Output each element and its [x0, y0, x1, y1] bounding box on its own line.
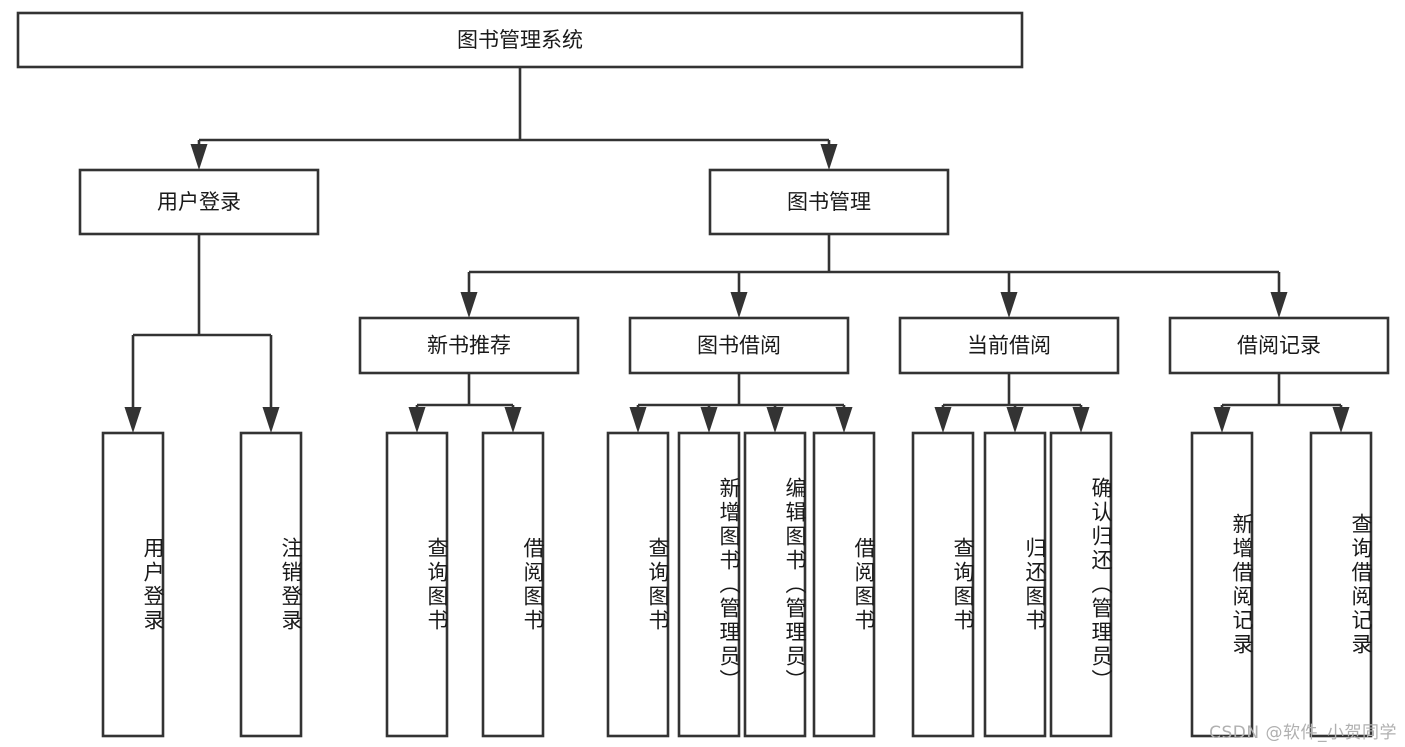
node-box-leaf-logout[interactable] [239, 431, 303, 738]
arrow-head-icon [460, 292, 478, 318]
csdn-watermark: CSDN @软件_小贺同学 [1209, 723, 1397, 743]
node-label-book-manage: 图书管理 [787, 190, 871, 214]
arrow-head-icon [730, 292, 748, 318]
node-box-leaf-add-book[interactable] [677, 431, 741, 738]
node-box-leaf-query-record[interactable] [1309, 431, 1373, 738]
node-box-borrow-record[interactable] [1168, 316, 1390, 375]
node-box-user-login[interactable] [78, 168, 320, 236]
arrow-head-icon [190, 144, 208, 170]
arrow-head-icon [1072, 407, 1090, 433]
node-box-leaf-return-book[interactable] [983, 431, 1047, 738]
node-box-root[interactable] [16, 11, 1024, 69]
arrow-head-icon [766, 407, 784, 433]
node-label-current-borrow: 当前借阅 [967, 334, 1051, 358]
node-box-leaf-query-book-3[interactable] [911, 431, 975, 738]
node-label-borrow-record: 借阅记录 [1237, 334, 1321, 358]
node-label-user-login: 用户登录 [157, 190, 241, 214]
edge-layer [124, 67, 1350, 433]
node-box-leaf-confirm-return[interactable] [1049, 431, 1113, 738]
node-box-leaf-query-book-1[interactable] [385, 431, 449, 738]
node-box-leaf-query-book-2[interactable] [606, 431, 670, 738]
arrow-head-icon [124, 407, 142, 433]
arrow-head-icon [262, 407, 280, 433]
arrow-head-icon [1006, 407, 1024, 433]
node-box-book-manage[interactable] [708, 168, 950, 236]
arrow-head-icon [700, 407, 718, 433]
node-box-leaf-borrow-book-1[interactable] [481, 431, 545, 738]
arrow-head-icon [504, 407, 522, 433]
arrow-head-icon [1332, 407, 1350, 433]
arrow-head-icon [1270, 292, 1288, 318]
node-box-leaf-add-record[interactable] [1190, 431, 1254, 738]
node-box-leaf-edit-book[interactable] [743, 431, 807, 738]
arrow-head-icon [835, 407, 853, 433]
node-box-leaf-borrow-book-2[interactable] [812, 431, 876, 738]
arrow-head-icon [1213, 407, 1231, 433]
node-box-new-book-rec[interactable] [358, 316, 580, 375]
node-label-book-borrow: 图书借阅 [697, 334, 781, 358]
box-layer [16, 11, 1390, 738]
arrow-head-icon [629, 407, 647, 433]
arrow-head-icon [820, 144, 838, 170]
node-box-book-borrow[interactable] [628, 316, 850, 375]
arrow-head-icon [1000, 292, 1018, 318]
node-box-current-borrow[interactable] [898, 316, 1120, 375]
node-label-root: 图书管理系统 [457, 28, 583, 52]
node-box-leaf-user-login[interactable] [101, 431, 165, 738]
arrow-head-icon [408, 407, 426, 433]
node-label-new-book-rec: 新书推荐 [427, 334, 511, 358]
arrow-head-icon [934, 407, 952, 433]
